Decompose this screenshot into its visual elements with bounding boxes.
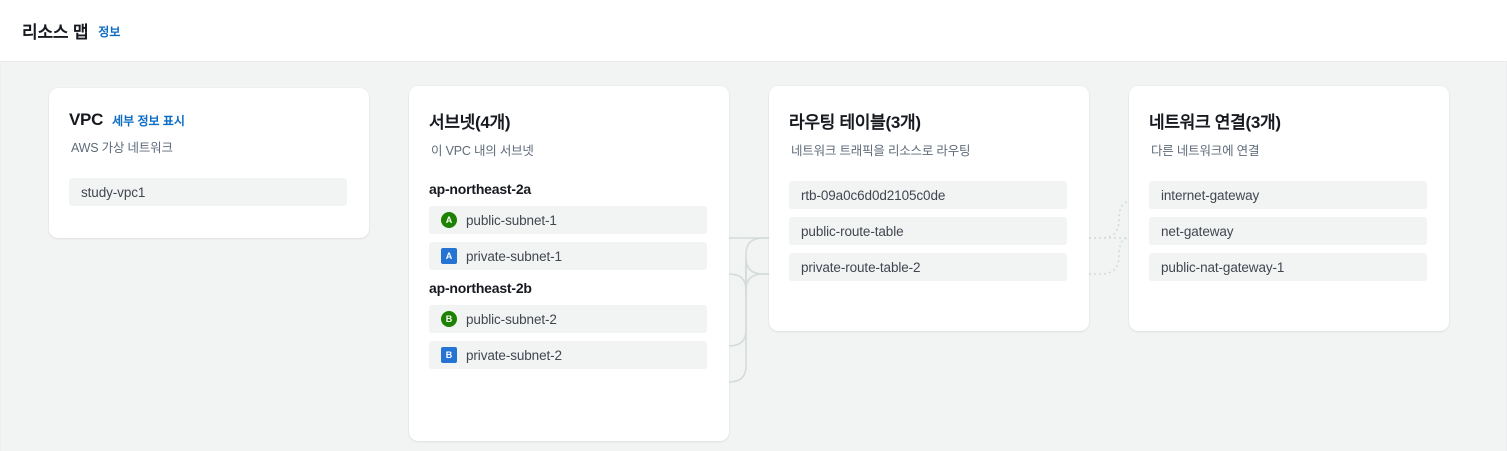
resource-label: internet-gateway bbox=[1161, 187, 1260, 203]
card-route-tables: 라우팅 테이블(3개) 네트워크 트래픽을 리소스로 라우팅 rtb-09a0c… bbox=[769, 86, 1089, 331]
card-route-tables-head: 라우팅 테이블(3개) bbox=[789, 108, 1069, 133]
az-group: ap-northeast-2a A public-subnet-1 A priv… bbox=[429, 181, 709, 270]
card-vpc-subtitle: AWS 가상 네트워크 bbox=[71, 141, 173, 155]
card-subnets-items: ap-northeast-2a A public-subnet-1 A priv… bbox=[429, 181, 709, 369]
list-item[interactable]: A private-subnet-1 bbox=[429, 242, 707, 270]
list-item[interactable]: study-vpc1 bbox=[69, 178, 347, 206]
card-network-connections-head: 네트워크 연결(3개) bbox=[1149, 108, 1429, 133]
list-item[interactable]: B private-subnet-2 bbox=[429, 341, 707, 369]
resource-label: study-vpc1 bbox=[81, 184, 146, 200]
list-item[interactable]: rtb-09a0c6d0d2105c0de bbox=[789, 181, 1067, 209]
resource-label: net-gateway bbox=[1161, 223, 1234, 239]
resource-label: private-route-table-2 bbox=[801, 259, 921, 275]
card-subnets-subtitle: 이 VPC 내의 서브넷 bbox=[431, 144, 534, 158]
card-network-connections-items: internet-gateway net-gateway public-nat-… bbox=[1149, 181, 1429, 281]
availability-zone-badge-icon: A bbox=[441, 212, 457, 228]
list-item[interactable]: public-route-table bbox=[789, 217, 1067, 245]
availability-zone-badge-icon: B bbox=[441, 347, 457, 363]
vpc-show-details-link[interactable]: 세부 정보 표시 bbox=[112, 114, 185, 128]
card-network-connections-title: 네트워크 연결(3개) bbox=[1149, 113, 1281, 132]
panel-header: 리소스 맵 정보 bbox=[0, 0, 1507, 62]
list-item[interactable]: public-nat-gateway-1 bbox=[1149, 253, 1427, 281]
card-route-tables-subtitle: 네트워크 트래픽을 리소스로 라우팅 bbox=[791, 144, 971, 158]
card-subnets: 서브넷(4개) 이 VPC 내의 서브넷 ap-northeast-2a A p… bbox=[409, 86, 729, 441]
resource-label: public-subnet-1 bbox=[466, 212, 557, 228]
resource-label: public-subnet-2 bbox=[466, 311, 557, 327]
availability-zone-badge-icon: B bbox=[441, 311, 457, 327]
list-item[interactable]: A public-subnet-1 bbox=[429, 206, 707, 234]
az-label: ap-northeast-2b bbox=[429, 280, 532, 296]
list-item[interactable]: private-route-table-2 bbox=[789, 253, 1067, 281]
card-subnets-head: 서브넷(4개) bbox=[429, 108, 709, 133]
resource-label: public-nat-gateway-1 bbox=[1161, 259, 1285, 275]
card-network-connections-subtitle: 다른 네트워크에 연결 bbox=[1151, 144, 1260, 158]
list-item[interactable]: B public-subnet-2 bbox=[429, 305, 707, 333]
page-title: 리소스 맵 bbox=[22, 23, 89, 42]
resource-label: private-subnet-2 bbox=[466, 347, 562, 363]
card-vpc: VPC 세부 정보 표시 AWS 가상 네트워크 study-vpc1 bbox=[49, 88, 369, 238]
list-item[interactable]: internet-gateway bbox=[1149, 181, 1427, 209]
card-route-tables-title: 라우팅 테이블(3개) bbox=[789, 113, 921, 132]
availability-zone-badge-icon: A bbox=[441, 248, 457, 264]
card-subnets-title: 서브넷(4개) bbox=[429, 113, 511, 132]
card-vpc-head: VPC 세부 정보 표시 bbox=[69, 110, 349, 130]
resource-label: rtb-09a0c6d0d2105c0de bbox=[801, 187, 946, 203]
resource-label: public-route-table bbox=[801, 223, 904, 239]
info-link[interactable]: 정보 bbox=[98, 25, 121, 39]
az-label: ap-northeast-2a bbox=[429, 181, 532, 197]
resource-label: private-subnet-1 bbox=[466, 248, 562, 264]
card-vpc-title: VPC bbox=[69, 110, 104, 129]
card-network-connections: 네트워크 연결(3개) 다른 네트워크에 연결 internet-gateway… bbox=[1129, 86, 1449, 331]
list-item[interactable]: net-gateway bbox=[1149, 217, 1427, 245]
az-group: ap-northeast-2b B public-subnet-2 B priv… bbox=[429, 280, 709, 369]
resource-map-canvas: VPC 세부 정보 표시 AWS 가상 네트워크 study-vpc1 서브넷(… bbox=[0, 62, 1507, 451]
card-vpc-items: study-vpc1 bbox=[69, 178, 349, 206]
card-route-tables-items: rtb-09a0c6d0d2105c0de public-route-table… bbox=[789, 181, 1069, 281]
